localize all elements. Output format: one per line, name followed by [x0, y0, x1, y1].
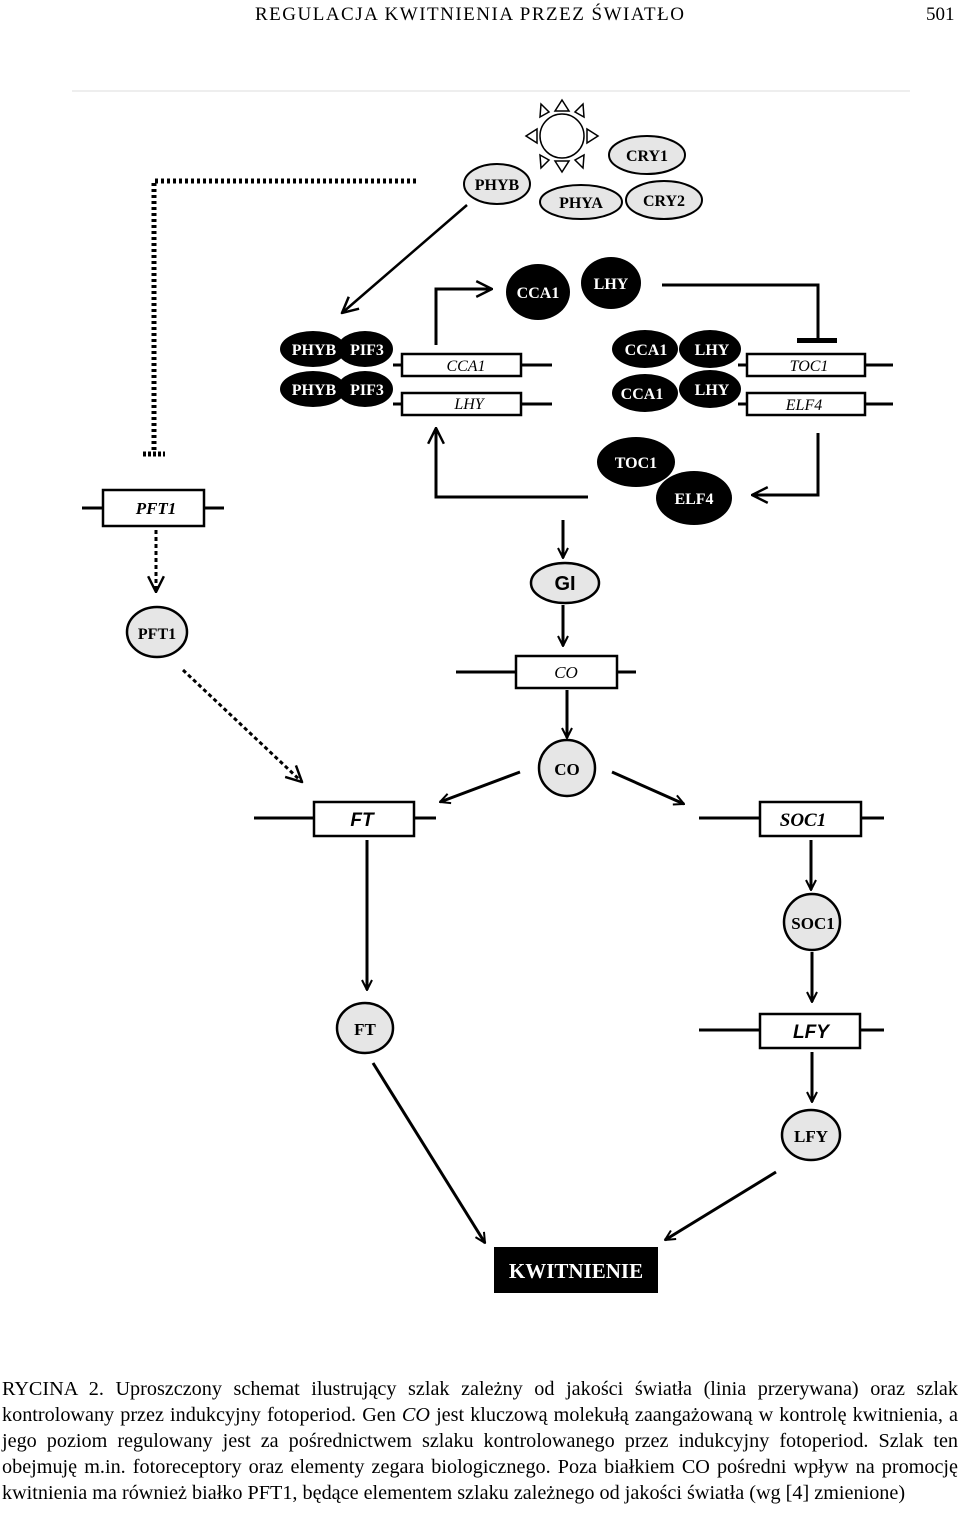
figure-caption: RYCINA 2. Uproszczony schemat ilustrując…	[2, 1376, 958, 1506]
phyb-label-1: PHYB	[292, 342, 337, 359]
cry1-photoreceptor: CRY1	[608, 135, 686, 175]
toc1-gene-label: TOC1	[790, 358, 829, 375]
caption-text-part1: RYCINA 2. Uproszczony schemat ilustrując…	[2, 1378, 958, 1426]
ft-gene-box	[312, 800, 416, 838]
lhy-complex-label-2: LHY	[695, 382, 730, 399]
cca1-lhy-complex: CCA1 LHY CCA1 LHY	[612, 330, 741, 412]
co-protein: CO	[537, 738, 597, 798]
phyb-label-2: PHYB	[292, 382, 337, 399]
soc1-protein: SOC1	[782, 892, 842, 952]
ft-gene-label: FT	[350, 810, 375, 831]
ft-protein-label: FT	[354, 1020, 376, 1039]
cca1-lhy-inhibition-line	[662, 283, 820, 340]
cca1-lhy-expression-arrow	[434, 289, 492, 345]
ft-to-flowering-arrow	[371, 1062, 487, 1243]
lhy-protein: LHY	[581, 257, 641, 309]
lfy-protein-label: LFY	[794, 1127, 828, 1146]
co-gene-box	[514, 654, 619, 690]
phya-photoreceptor: PHYA	[539, 184, 623, 220]
caption-text-part2: jest kluczową molekułą zaangażowaną w ko…	[2, 1404, 958, 1504]
caption-gene-name: CO	[401, 1404, 430, 1426]
pif3-label-1: PIF3	[350, 342, 384, 359]
elf4-gene-box	[745, 391, 867, 417]
co-to-soc1-arrow	[611, 770, 684, 804]
lhy-complex-label-1: LHY	[695, 342, 730, 359]
toc1-gene-box	[745, 352, 867, 378]
page-number: 501	[926, 4, 955, 25]
cry1-label: CRY1	[626, 148, 668, 165]
lfy-to-flowering-arrow	[665, 1170, 777, 1242]
toc1-to-cca1-lhy-arrow	[436, 428, 588, 499]
cca1-gene-label: CCA1	[446, 358, 485, 375]
phyb-photoreceptor: PHYB	[463, 163, 531, 205]
elf4-gene-label: ELF4	[785, 397, 822, 414]
toc1-elf4-expression-arrow	[752, 433, 820, 495]
phyb-to-complex-arrow	[342, 204, 468, 313]
cca1-protein-label: CCA1	[517, 285, 560, 302]
pft1-to-ft-arrow	[181, 668, 302, 782]
toc1-inhibition-bar	[797, 338, 837, 343]
pif3-label-2: PIF3	[350, 382, 384, 399]
flowering-pathway-diagram: PHYB PHYA CRY1 CRY2 PHYB PIF3 PHYB PIF3 …	[72, 90, 910, 1293]
lhy-gene-box	[400, 391, 523, 417]
gi-protein-label: GI	[554, 573, 575, 595]
lhy-gene-label: LHY	[453, 396, 485, 413]
elf4-protein: ELF4	[656, 471, 732, 525]
cry2-photoreceptor: CRY2	[625, 180, 703, 220]
cca1-gene-box	[400, 352, 523, 378]
soc1-gene-box	[758, 800, 863, 838]
pft1-protein: PFT1	[125, 605, 189, 659]
phya-label: PHYA	[559, 195, 603, 212]
cry2-label: CRY2	[643, 193, 685, 210]
gi-protein: GI	[529, 561, 601, 605]
phyb-label: PHYB	[475, 177, 520, 194]
flowering-output-box	[494, 1247, 658, 1293]
co-to-ft-arrow	[440, 770, 521, 802]
lfy-protein: LFY	[780, 1108, 842, 1162]
lfy-gene-label: LFY	[793, 1022, 831, 1043]
soc1-gene-label: SOC1	[780, 810, 826, 831]
elf4-protein-label: ELF4	[674, 491, 713, 508]
phyb-pif3-complex: PHYB PIF3 PHYB PIF3	[280, 331, 393, 407]
running-header: REGULACJA KWITNIENIA PRZEZ ŚWIATŁO	[255, 4, 686, 25]
sun-icon	[524, 98, 600, 174]
cca1-complex-label-1: CCA1	[625, 342, 668, 359]
flowering-output-label: KWITNIENIE	[509, 1259, 643, 1283]
lhy-protein-label: LHY	[594, 276, 629, 293]
light-quality-dotted-line	[151, 178, 416, 452]
co-protein-label: CO	[554, 760, 580, 779]
pft1-gene-box	[101, 488, 206, 528]
cca1-protein: CCA1	[506, 264, 570, 320]
pft1-gene-label: PFT1	[135, 499, 177, 518]
ft-protein: FT	[335, 1001, 395, 1055]
toc1-protein: TOC1	[597, 437, 675, 487]
toc1-protein-label: TOC1	[615, 455, 657, 472]
co-gene-label: CO	[554, 663, 578, 682]
soc1-protein-label: SOC1	[791, 914, 834, 933]
lfy-gene-box	[758, 1012, 862, 1050]
cca1-complex-label-2: CCA1	[621, 386, 664, 403]
pft1-protein-label: PFT1	[138, 626, 176, 643]
